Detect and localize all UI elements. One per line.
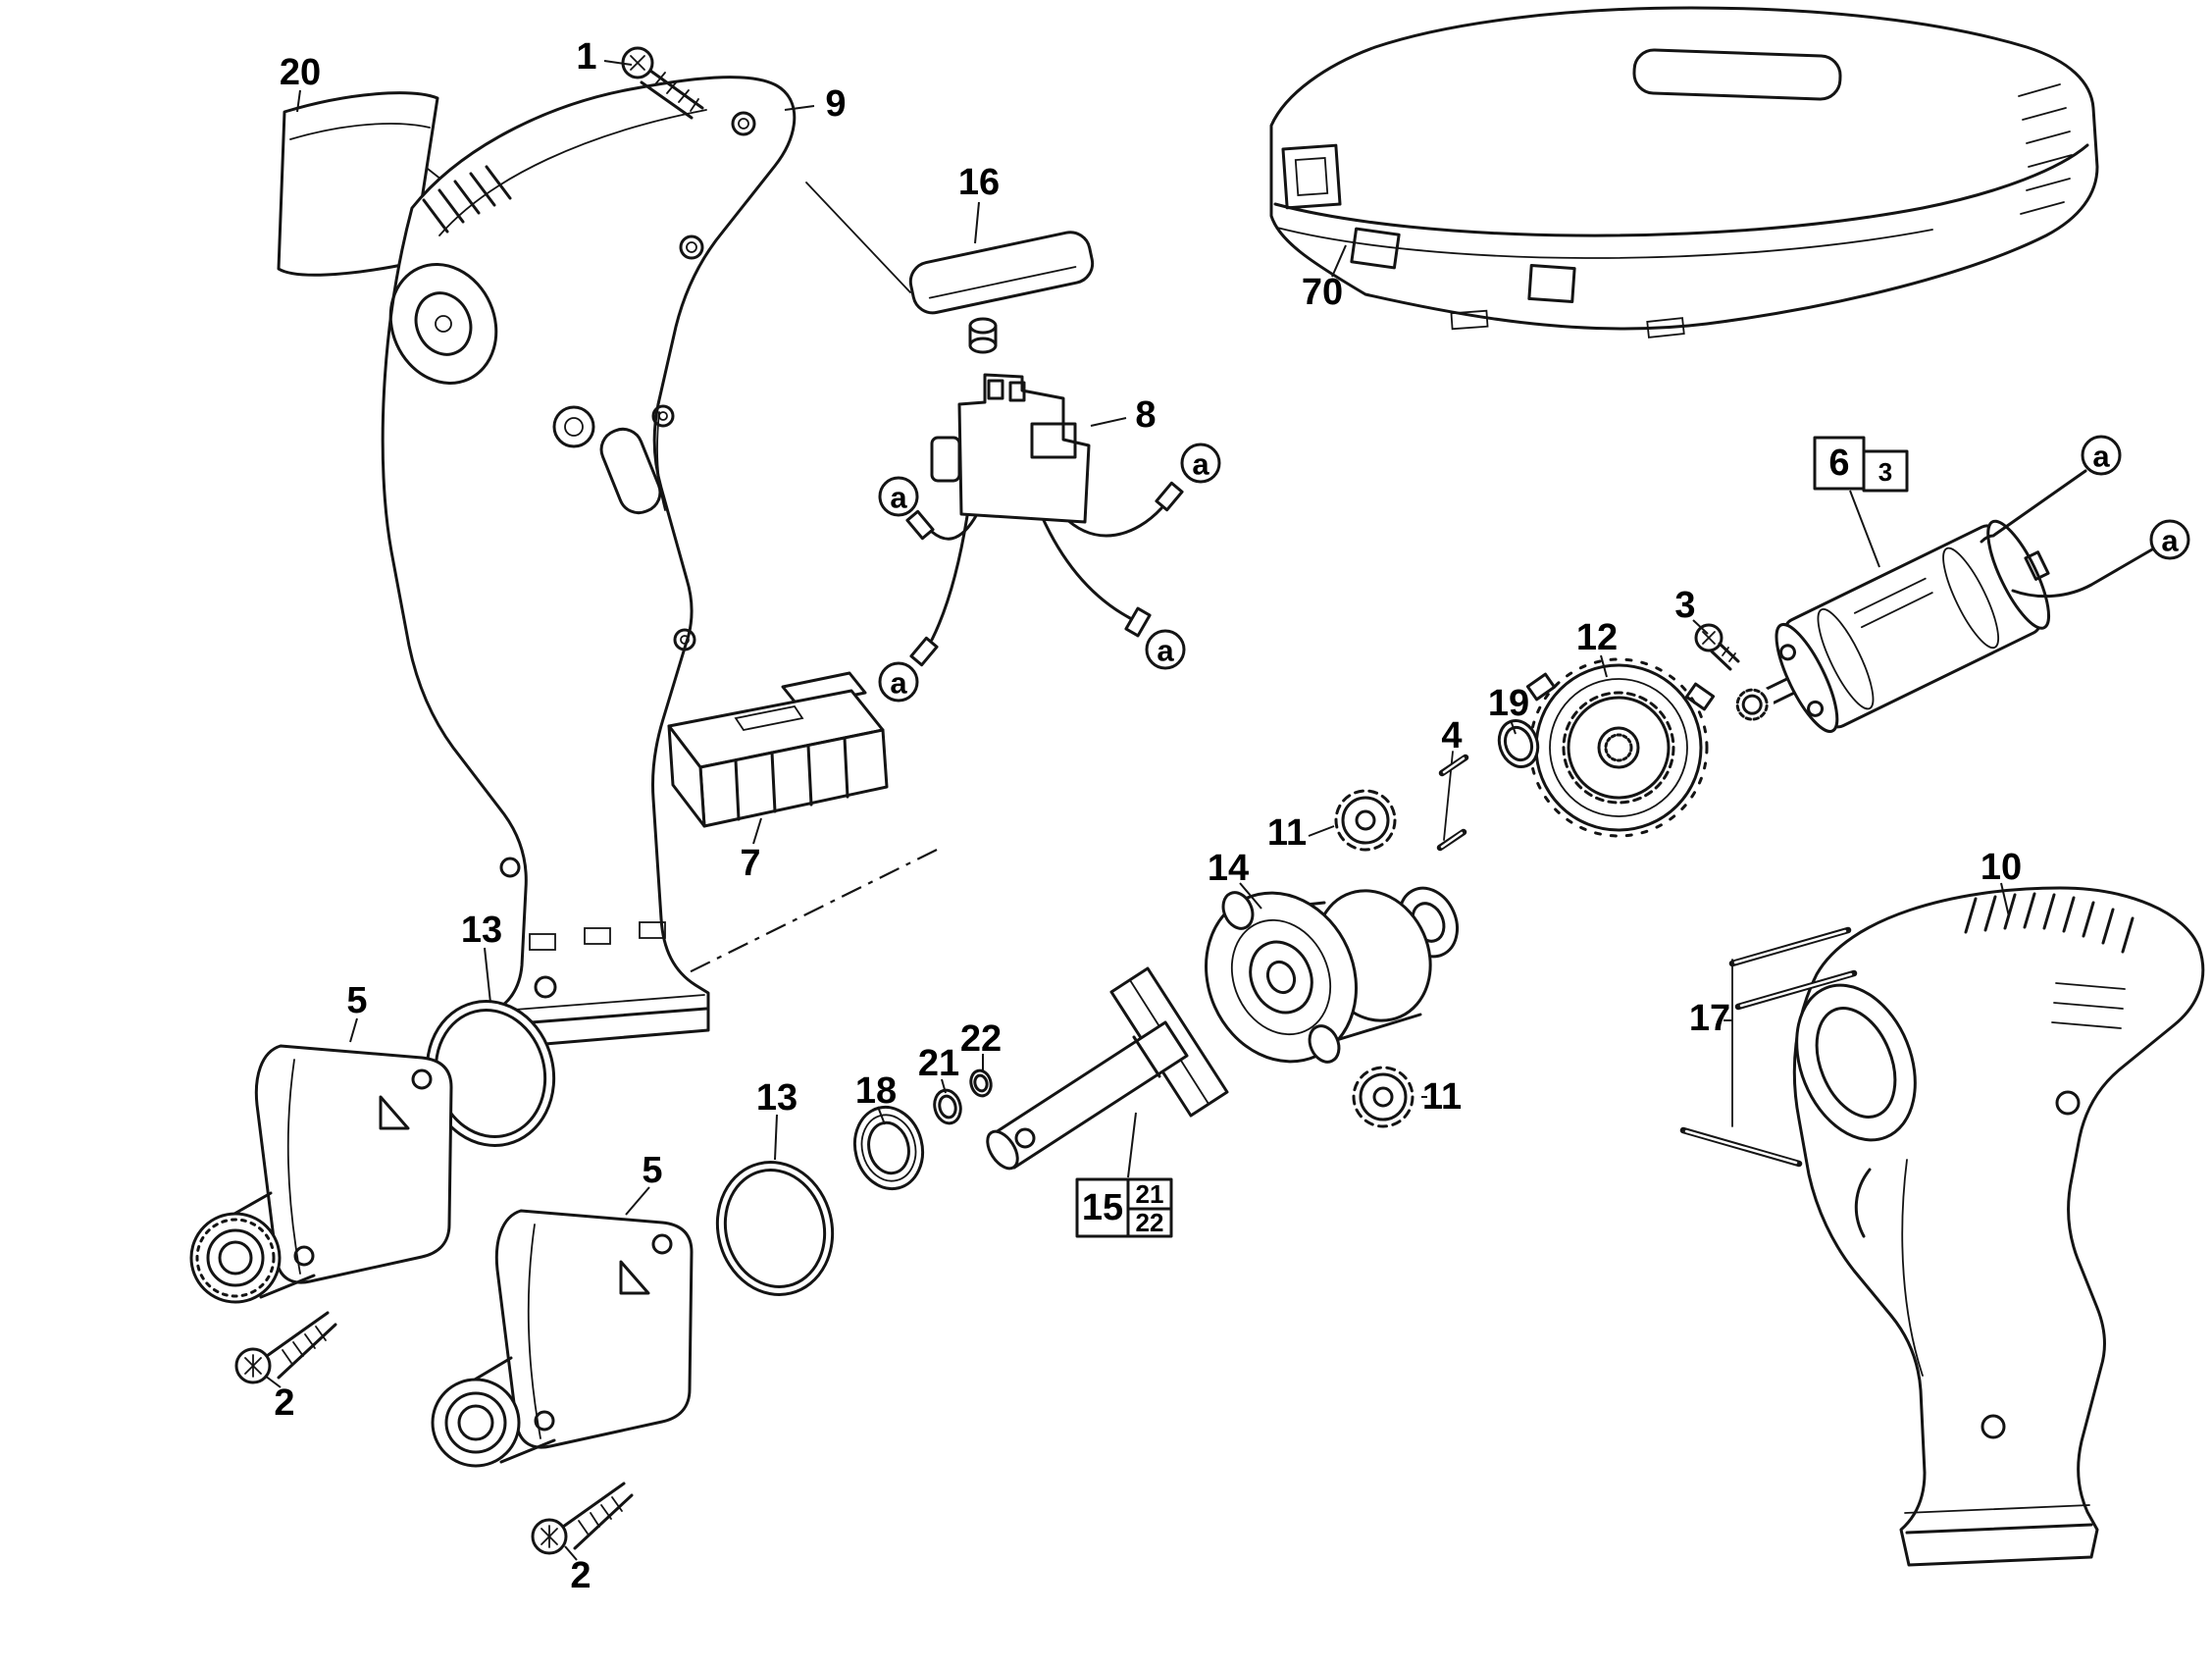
callout-17: 17 [1689,998,1730,1039]
part-7-terminal-block [667,671,889,828]
callout-19: 19 [1488,683,1529,724]
callout-6: 6 [1828,443,1849,484]
motor-lead-wire [1980,469,2087,544]
callout-8: 8 [1135,394,1156,436]
part-5-front-housing-right [431,1209,694,1468]
marker-a-6: a [2161,524,2179,558]
callout-2b: 2 [570,1555,591,1596]
part-20-sticker [277,91,439,277]
callout-9: 9 [825,83,846,125]
callout-13b: 13 [756,1077,797,1119]
callout-10: 10 [1981,847,2022,888]
wire-markers: a a a a a a [878,435,2190,703]
part-17-pins [1679,926,1858,1168]
marker-a-4: a [890,666,907,701]
part-8-switch-assembly [905,373,1184,667]
part-4-pins [1436,751,1469,852]
part-16-battery-release-button [908,231,1095,354]
part-21-ring [933,1088,962,1125]
spade-terminal [909,636,939,667]
part-5-front-housing-left [189,1044,453,1304]
callout-2: 2 [274,1382,294,1424]
part-10-motor-housing [1792,886,2205,1567]
callouts: 1 9 20 16 8 7 70 3 12 19 4 11 14 13 5 13… [274,36,2022,1596]
callout-11b: 11 [1422,1076,1462,1118]
callout-13: 13 [461,910,502,951]
part-11-planet-gear-lower [1342,1056,1424,1138]
callout-3b: 3 [1878,457,1892,487]
part-14-hammer-assembly [1205,886,1459,1064]
marker-a-2: a [1192,447,1209,482]
callout-70: 70 [1302,272,1343,313]
part-2-screw-right [531,1482,634,1555]
part-22-ring [969,1068,993,1098]
part-3-screw [1694,623,1740,671]
callout-11: 11 [1267,812,1307,854]
part-18-washer [852,1105,925,1191]
marker-a-5: a [2092,440,2110,474]
marker-a-1: a [890,481,907,515]
callout-3: 3 [1674,585,1695,626]
callout-7: 7 [740,843,760,884]
callout-18: 18 [855,1070,897,1112]
callout-15: 15 [1082,1187,1123,1228]
leader-lines [264,60,2010,1561]
boxed-callout-anvil: 15 21 22 [1075,1177,1173,1238]
spade-terminal [1124,606,1152,638]
part-9-housing-half [381,76,797,1050]
part-6-motor [1730,469,2154,733]
callout-16: 16 [958,162,1000,203]
callout-14: 14 [1208,848,1249,889]
boxed-callout-motor: 6 3 [1813,436,1909,493]
callout-20: 20 [280,52,321,93]
part-12-ring-gear [1522,651,1716,844]
callout-1: 1 [576,36,596,78]
callout-21: 21 [918,1043,959,1084]
part-15-anvil [986,966,1229,1171]
part-2-screw-left [234,1311,337,1384]
spade-terminal [1155,481,1184,512]
motor-lead-wire [2011,547,2154,599]
spade-terminal [905,509,935,541]
callout-22: 22 [960,1018,1002,1060]
part-13-o-ring-right [715,1161,835,1296]
callout-4: 4 [1441,715,1462,756]
callout-21b: 21 [1136,1179,1164,1209]
callout-5: 5 [346,980,367,1021]
callout-22b: 22 [1136,1208,1164,1237]
callout-12: 12 [1576,617,1618,658]
part-11-planet-gear-upper [1324,779,1407,861]
callout-5b: 5 [642,1150,662,1191]
part-70-carrying-case [1269,6,2099,339]
marker-a-3: a [1157,634,1174,668]
